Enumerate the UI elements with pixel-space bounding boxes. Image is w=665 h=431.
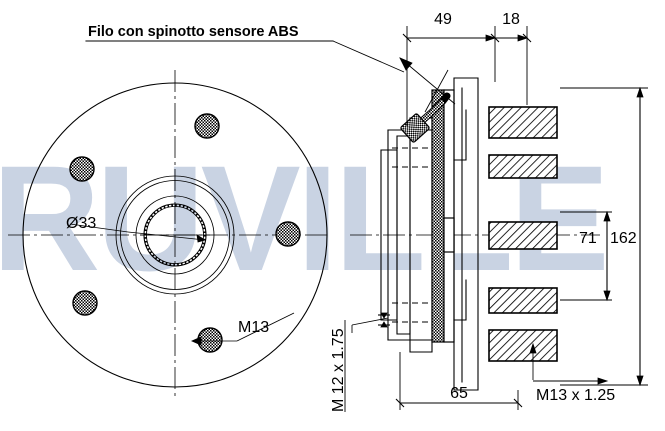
stud-thread-leader <box>191 312 295 346</box>
thread-leader-m13-125 <box>529 342 609 385</box>
dim-arrow-162-bottom <box>636 375 644 387</box>
wheel-stud-hole-4 <box>197 327 223 353</box>
wheel-stud-hole-3 <box>72 290 98 316</box>
dim-65-label: 65 <box>450 385 468 402</box>
wheel-stud-section-3 <box>488 221 558 250</box>
wheel-studs-section <box>488 106 558 362</box>
thread-label-m12: M 12 x 1.75 <box>330 328 347 412</box>
bearing-roller <box>443 217 455 253</box>
dim-ticks-top <box>402 33 532 43</box>
wheel-stud-hole-1 <box>194 113 220 139</box>
flange-outer-circle <box>22 82 328 388</box>
sensor-note-leader <box>332 40 405 73</box>
thread-leader-m12 <box>344 317 389 412</box>
dim-small-arrows-left <box>378 312 390 328</box>
dim-49-label: 49 <box>434 11 452 28</box>
dim-arrow-71-bottom <box>603 290 611 302</box>
dim-arrow-71-top <box>603 210 611 222</box>
bore-diameter-label: Ø33 <box>66 215 96 232</box>
wheel-stud-section-2 <box>488 154 558 179</box>
dim-162-label: 162 <box>610 230 637 247</box>
dim-71-label: 71 <box>579 230 597 247</box>
bore-diameter-leader <box>69 223 206 243</box>
dimension-annotations <box>344 26 648 412</box>
dim-ticks-65 <box>395 398 523 408</box>
wheel-stud-section-5 <box>488 329 558 362</box>
hub-flange-front-view <box>8 70 330 400</box>
bearing-race-band <box>443 89 455 343</box>
abs-sensor-wire <box>399 57 456 143</box>
wheel-stud-hole-5 <box>275 221 301 247</box>
thread-label-m13-125: M13 x 1.25 <box>536 387 615 404</box>
text-labels: Filo con spinotto sensore ABS Ø33 M13 49… <box>66 11 637 412</box>
bearing-seal-band <box>431 89 445 343</box>
hub-boss-outer-circle <box>115 175 235 295</box>
sensor-connector-plug <box>400 113 430 143</box>
stud-thread-label: M13 <box>238 319 269 336</box>
bearing-seal-assembly <box>431 89 455 343</box>
dim-18-label: 18 <box>502 11 520 28</box>
wheel-stud-section-4 <box>488 287 558 314</box>
wheel-stud-section-1 <box>488 106 558 139</box>
hub-bearing-section-view <box>350 57 600 391</box>
hub-step-circle <box>135 195 215 275</box>
wheel-stud-holes <box>69 113 301 353</box>
hub-boss-inner-circle <box>120 180 230 290</box>
wheel-stud-hole-2 <box>69 156 95 182</box>
dim-arrow-162-top <box>636 86 644 98</box>
sensor-note-title: Filo con spinotto sensore ABS <box>88 24 299 40</box>
hub-flange-plate <box>453 77 479 391</box>
